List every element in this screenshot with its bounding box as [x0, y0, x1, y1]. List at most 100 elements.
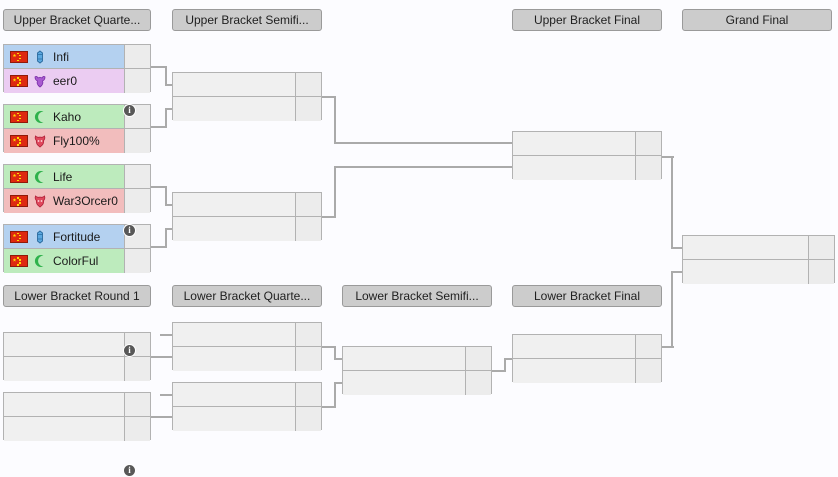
match-lower-semifinal[interactable]: [342, 346, 492, 395]
match-lower-bracket-final[interactable]: [512, 334, 662, 383]
round-header-lower-bracket-quarterfinals[interactable]: Lower Bracket Quarte...: [172, 285, 322, 307]
match-grand-final[interactable]: [682, 235, 835, 284]
opponent-cell: [173, 193, 295, 216]
match-row[interactable]: [343, 371, 491, 395]
opponent-cell: [173, 407, 295, 431]
connector-line: [504, 358, 513, 360]
match-row[interactable]: [513, 335, 661, 359]
round-header-upper-bracket-final[interactable]: Upper Bracket Final: [512, 9, 662, 31]
score-cell: [124, 417, 150, 441]
match-row[interactable]: [513, 359, 661, 383]
score-cell: [295, 217, 321, 241]
opponent-cell: [4, 333, 124, 356]
human-race-icon: [32, 49, 48, 65]
match-row[interactable]: [4, 393, 150, 417]
match-info-icon[interactable]: i: [123, 224, 136, 237]
match-row[interactable]: [4, 417, 150, 441]
score-cell: [635, 359, 661, 383]
opponent-cell: [513, 132, 635, 155]
match-row[interactable]: [513, 132, 661, 156]
match-upper-bracket-final[interactable]: [512, 131, 662, 180]
match-row[interactable]: [173, 73, 321, 97]
match-row[interactable]: [173, 97, 321, 121]
match-row[interactable]: [513, 156, 661, 180]
round-header-upper-bracket-quarterfinals[interactable]: Upper Bracket Quarte...: [3, 9, 151, 31]
opponent-cell: Life: [4, 165, 124, 188]
opponent-name: War3Orcer0: [53, 194, 118, 208]
match-row[interactable]: [173, 193, 321, 217]
match-row[interactable]: [173, 323, 321, 347]
match-lower-quarterfinal-2[interactable]: [172, 382, 322, 431]
round-header-label: Lower Bracket Final: [533, 289, 641, 303]
connector-line: [671, 156, 673, 249]
opponent-cell: [343, 371, 465, 395]
round-header-lower-bracket-final[interactable]: Lower Bracket Final: [512, 285, 662, 307]
opponent-cell: [683, 260, 808, 284]
match-upper-semifinal-1[interactable]: [172, 72, 322, 121]
round-header-grand-final[interactable]: Grand Final: [682, 9, 832, 31]
orc-race-icon: [32, 193, 48, 209]
match-upper-quarterfinal-2[interactable]: Kaho Fly100% i: [3, 104, 151, 237]
opponent-cell: [173, 347, 295, 371]
match-info-icon[interactable]: i: [123, 344, 136, 357]
connector-line: [492, 370, 506, 372]
undead-race-icon: [32, 73, 48, 89]
connector-line: [334, 382, 336, 408]
round-header-upper-bracket-semifinals[interactable]: Upper Bracket Semifi...: [172, 9, 322, 31]
match-info-icon[interactable]: i: [123, 104, 136, 117]
nightelf-race-icon: [32, 109, 48, 125]
opponent-name: Infi: [53, 49, 70, 64]
opponent-cell: [4, 393, 124, 416]
connector-line: [165, 228, 173, 230]
match-row[interactable]: War3Orcer0: [4, 189, 150, 213]
match-row[interactable]: Fly100%: [4, 129, 150, 153]
orc-race-icon: [32, 133, 48, 149]
round-header-lower-bracket-round-1[interactable]: Lower Bracket Round 1: [3, 285, 151, 307]
round-header-lower-bracket-semifinals[interactable]: Lower Bracket Semifi...: [342, 285, 492, 307]
score-cell: [635, 335, 661, 358]
connector-line: [165, 204, 173, 206]
match-row[interactable]: Life: [4, 165, 150, 189]
connector-line: [165, 84, 173, 86]
score-cell: [295, 323, 321, 346]
tournament-bracket: Upper Bracket Quarte... Upper Bracket Se…: [3, 9, 835, 477]
score-cell: [635, 156, 661, 180]
score-cell: [124, 249, 150, 273]
match-info-icon[interactable]: i: [123, 464, 136, 477]
score-cell: [808, 236, 834, 259]
score-cell: [635, 132, 661, 155]
match-upper-quarterfinal-1[interactable]: Infi eer0 i: [3, 44, 151, 117]
connector-line: [160, 394, 173, 396]
match-upper-semifinal-2[interactable]: [172, 192, 322, 241]
match-upper-quarterfinal-3[interactable]: Life War3Orcer0 i: [3, 164, 151, 357]
opponent-cell: eer0: [4, 69, 124, 93]
match-row[interactable]: [683, 236, 834, 260]
score-cell: [465, 371, 491, 395]
opponent-cell: [513, 335, 635, 358]
match-row[interactable]: [173, 217, 321, 241]
match-lower-round1-2[interactable]: [3, 392, 151, 441]
match-row[interactable]: ColorFul: [4, 249, 150, 273]
match-row[interactable]: eer0: [4, 69, 150, 93]
round-header-label: Lower Bracket Quarte...: [183, 289, 311, 303]
connector-line: [151, 356, 173, 358]
match-lower-quarterfinal-1[interactable]: [172, 322, 322, 371]
match-row[interactable]: [4, 357, 150, 381]
match-row[interactable]: Infi: [4, 45, 150, 69]
match-row[interactable]: [173, 383, 321, 407]
connector-line: [151, 186, 167, 188]
opponent-cell: [173, 217, 295, 241]
match-row[interactable]: [173, 407, 321, 431]
match-row[interactable]: [683, 260, 834, 284]
opponent-name: Fly100%: [53, 134, 100, 148]
nightelf-race-icon: [32, 253, 48, 269]
match-row[interactable]: [173, 347, 321, 371]
score-cell: [465, 347, 491, 370]
match-row[interactable]: [343, 347, 491, 371]
score-cell: [124, 129, 150, 153]
score-cell: [808, 260, 834, 284]
connector-line: [334, 346, 336, 360]
match-row[interactable]: Kaho: [4, 105, 150, 129]
opponent-cell: [173, 97, 295, 121]
cn-flag-icon: [10, 230, 28, 243]
